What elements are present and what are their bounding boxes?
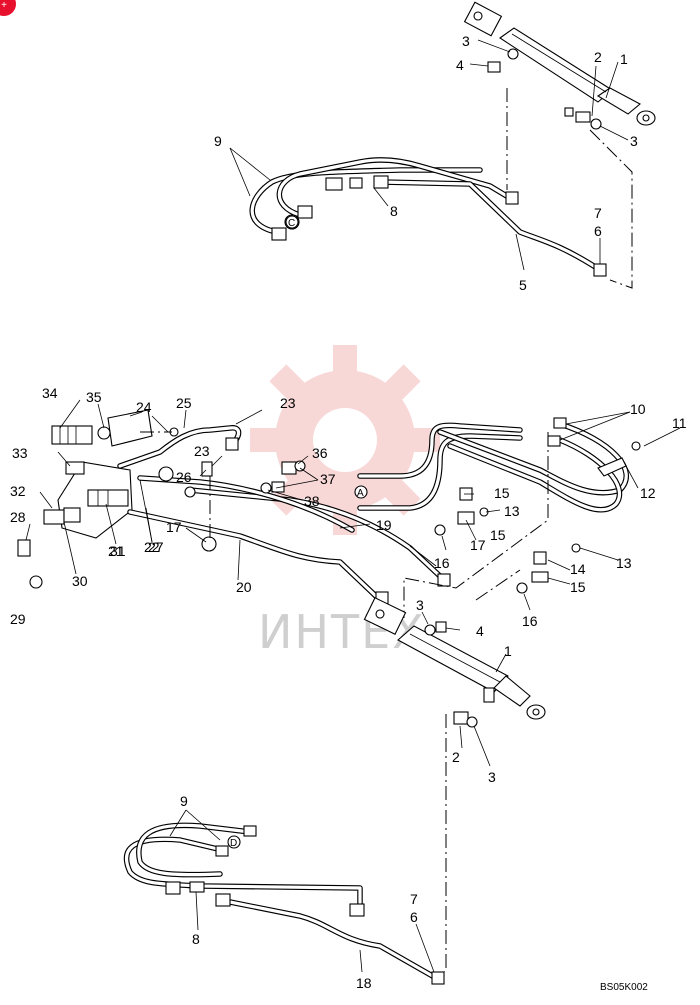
callout-16: 16	[434, 555, 450, 571]
middle-assembly: 10 11 12 13 13 14 15 15 15 16 16 17 17 1…	[10, 385, 687, 720]
callout-7: 7	[594, 205, 602, 221]
marker-a: A	[357, 488, 364, 499]
middle-cylinder	[363, 597, 546, 720]
upper-assembly: 1 2 3 3 4 5 6 7 8 9 C	[214, 1, 656, 293]
callout-27: 27	[148, 539, 164, 555]
callout-29: 29	[10, 611, 26, 627]
callout-9: 9	[214, 133, 222, 149]
callout-21: 21	[108, 543, 124, 559]
callout-10: 10	[630, 401, 646, 417]
callout-8: 8	[192, 931, 200, 947]
callout-12: 12	[640, 485, 656, 501]
callout-3: 3	[630, 133, 638, 149]
lower-assembly: 2 3 9 8 7 6 18 D	[123, 711, 496, 991]
callout-37: 37	[320, 471, 336, 487]
callout-8: 8	[390, 203, 398, 219]
callout-13: 13	[616, 555, 632, 571]
callout-3: 3	[488, 769, 496, 785]
callout-15: 15	[490, 527, 506, 543]
callout-15: 15	[570, 579, 586, 595]
callout-11: 11	[672, 415, 687, 431]
callout-2: 2	[594, 49, 602, 65]
callout-23: 23	[194, 443, 210, 459]
callout-33: 33	[12, 445, 28, 461]
callout-18: 18	[356, 975, 372, 991]
callout-25: 25	[176, 395, 192, 411]
callout-6: 6	[594, 223, 602, 239]
callout-20: 20	[236, 579, 252, 595]
callout-36: 36	[312, 445, 328, 461]
upper-fittings	[487, 48, 602, 130]
callout-9: 9	[180, 793, 188, 809]
callout-15: 15	[494, 485, 510, 501]
callout-3: 3	[462, 33, 470, 49]
callout-22: 22	[144, 539, 160, 555]
callout-13: 13	[504, 503, 520, 519]
callout-17: 17	[166, 519, 182, 535]
corner-badge-icon: +	[0, 0, 16, 16]
callout-31: 31	[110, 543, 126, 559]
callout-19: 19	[376, 517, 392, 533]
callout-34: 34	[42, 385, 58, 401]
callout-32: 32	[10, 483, 26, 499]
callout-4: 4	[476, 623, 484, 639]
callout-3: 3	[416, 597, 424, 613]
callout-2: 2	[452, 749, 460, 765]
callout-26: 26	[176, 469, 192, 485]
callout-5: 5	[519, 277, 527, 293]
callout-35: 35	[86, 389, 102, 405]
callout-24: 24	[136, 399, 152, 415]
marker-c: C	[288, 218, 295, 229]
callout-7: 7	[410, 891, 418, 907]
callout-4: 4	[456, 57, 464, 73]
upper-cylinder	[463, 1, 656, 126]
callout-30: 30	[72, 573, 88, 589]
marker-d: D	[230, 838, 237, 849]
callout-6: 6	[410, 909, 418, 925]
callout-1: 1	[620, 51, 628, 67]
svg-text:+: +	[1, 0, 7, 11]
callout-38: 38	[304, 493, 320, 509]
drawing-code: BS05K002	[600, 982, 648, 993]
callout-17: 17	[470, 537, 486, 553]
callout-23: 23	[280, 395, 296, 411]
callout-16: 16	[522, 613, 538, 629]
callout-28: 28	[10, 509, 26, 525]
callout-14: 14	[570, 561, 586, 577]
callout-1: 1	[504, 643, 512, 659]
